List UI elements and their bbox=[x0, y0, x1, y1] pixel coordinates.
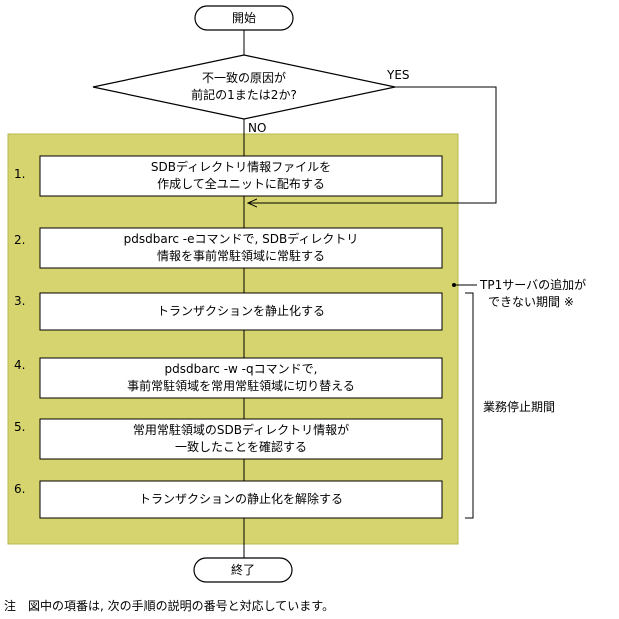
tp1-leader-dot bbox=[452, 283, 456, 287]
step-6-line1: トランザクションの静止化を解除する bbox=[138, 492, 343, 506]
step-number-1: 1. bbox=[14, 167, 26, 181]
step-text-3: トランザクションを静止化する bbox=[40, 303, 442, 320]
step-text-4: pdsdbarc -w -qコマンドで, 事前常駐領域を常用常駐領域に切り替える bbox=[40, 361, 442, 395]
stop-period-label: 業務停止期間 bbox=[483, 400, 556, 414]
step-1-line1: SDBディレクトリ情報ファイルを bbox=[150, 160, 332, 174]
end-label: 終了 bbox=[230, 563, 255, 577]
tp1-annotation: TP1サーバの追加が できない期間 ※ bbox=[480, 277, 586, 311]
tp1-line2: できない期間 ※ bbox=[488, 295, 574, 309]
end-terminal bbox=[193, 557, 293, 583]
footnote: 注 図中の項番は, 次の手順の説明の番号と対応しています。 bbox=[4, 599, 335, 613]
step-text-1: SDBディレクトリ情報ファイルを 作成して全ユニットに配布する bbox=[40, 159, 442, 193]
step-box-4 bbox=[39, 357, 443, 399]
step-number-5: 5. bbox=[14, 420, 26, 434]
step-5-line1: 常用常駐領域のSDBディレクトリ情報が bbox=[132, 423, 350, 437]
decision-line2: 前記の1または2か? bbox=[191, 88, 297, 102]
step-number-4: 4. bbox=[14, 358, 26, 372]
step-box-6 bbox=[39, 480, 443, 519]
decision-line1: 不一致の原因が bbox=[201, 71, 286, 85]
tp1-line1: TP1サーバの追加が bbox=[480, 278, 587, 292]
step-box-5 bbox=[39, 418, 443, 460]
step-2-line1: pdsdbarc -eコマンドで, SDBディレクトリ bbox=[123, 232, 359, 246]
step-box-2 bbox=[39, 227, 443, 269]
step-2-line2: 情報を事前常駐領域に常駐する bbox=[156, 249, 325, 263]
step-5-line2: 一致したことを確認する bbox=[174, 440, 307, 454]
step-box-1 bbox=[39, 155, 443, 197]
step-1-line2: 作成して全ユニットに配布する bbox=[157, 177, 325, 191]
start-label: 開始 bbox=[231, 11, 256, 25]
step-4-line1: pdsdbarc -w -qコマンドで, bbox=[164, 362, 318, 376]
step-text-2: pdsdbarc -eコマンドで, SDBディレクトリ 情報を事前常駐領域に常駐… bbox=[40, 231, 442, 265]
decision-label: 不一致の原因が 前記の1または2か? bbox=[144, 70, 344, 104]
step-box-3 bbox=[39, 292, 443, 331]
stop-period-bracket bbox=[465, 292, 474, 519]
step-text-5: 常用常駐領域のSDBディレクトリ情報が 一致したことを確認する bbox=[40, 422, 442, 456]
process-region bbox=[7, 133, 459, 545]
yes-label: YES bbox=[387, 68, 410, 82]
step-4-line2: 事前常駐領域を常用常駐領域に切り替える bbox=[127, 379, 355, 393]
step-number-6: 6. bbox=[14, 482, 26, 496]
step-text-6: トランザクションの静止化を解除する bbox=[40, 491, 442, 508]
step-number-2: 2. bbox=[14, 233, 26, 247]
no-label: NO bbox=[248, 121, 267, 135]
step-3-line1: トランザクションを静止化する bbox=[156, 304, 325, 318]
step-number-3: 3. bbox=[14, 294, 26, 308]
